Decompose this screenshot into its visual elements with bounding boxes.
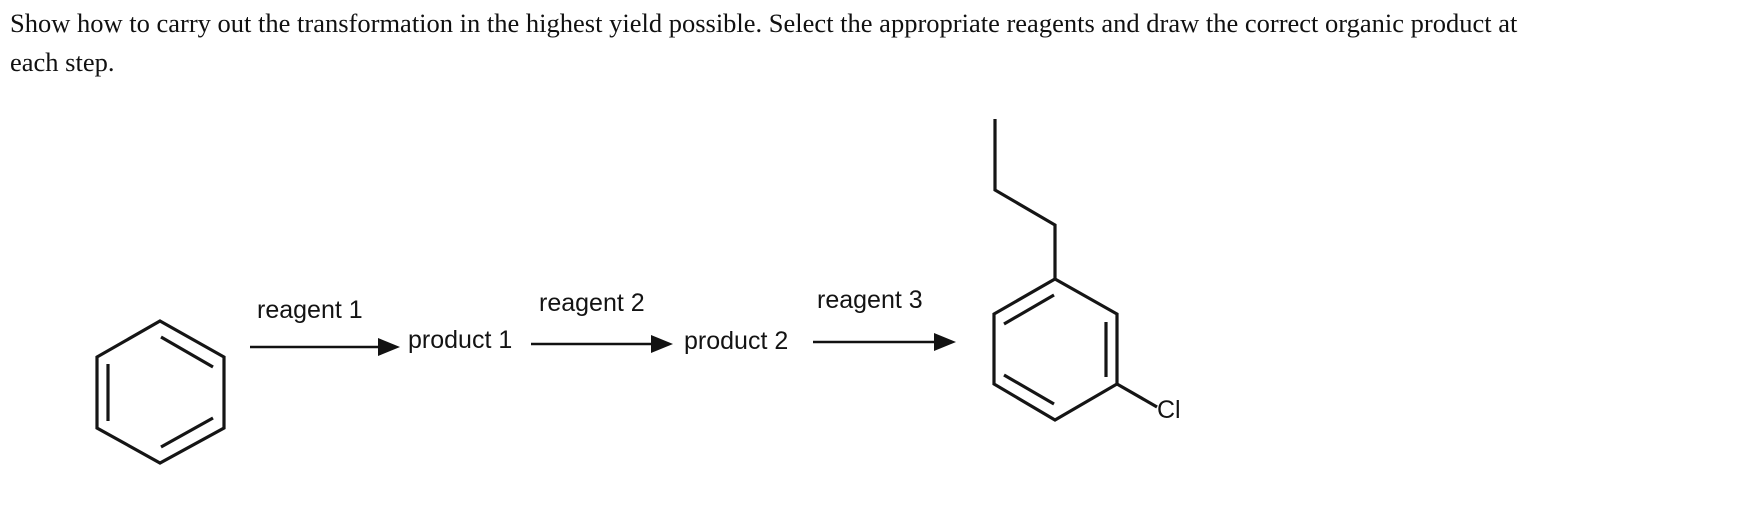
- product-1-label: product 1: [408, 326, 512, 354]
- propyl-chain: [993, 119, 1057, 279]
- product-2-label: product 2: [684, 327, 788, 355]
- reagent-1-label: reagent 1: [257, 296, 363, 324]
- product-molecule: Cl: [992, 119, 1181, 424]
- reaction-arrow-2: [531, 335, 673, 353]
- reagent-3-label: reagent 3: [817, 286, 923, 314]
- benzene-inner-bond-bottom-right: [160, 416, 214, 449]
- reaction-arrow-1: [250, 338, 400, 356]
- product-ring-hexagon: [992, 277, 1119, 422]
- question-prompt: Show how to carry out the transformation…: [10, 8, 1518, 77]
- chlorine-atom-label: Cl: [1157, 396, 1181, 424]
- benzene-inner-bond-top-right: [160, 335, 214, 369]
- product-inner-bond-upper-left: [1003, 293, 1055, 326]
- benzene-ring-hexagon: [95, 319, 226, 465]
- reaction-arrow-3: [813, 333, 956, 351]
- reagent-2-label: reagent 2: [539, 289, 645, 317]
- benzene-ring-start: [95, 319, 226, 465]
- carbon-chlorine-bond: [1116, 382, 1158, 409]
- product-inner-bond-lower-left: [1003, 373, 1055, 406]
